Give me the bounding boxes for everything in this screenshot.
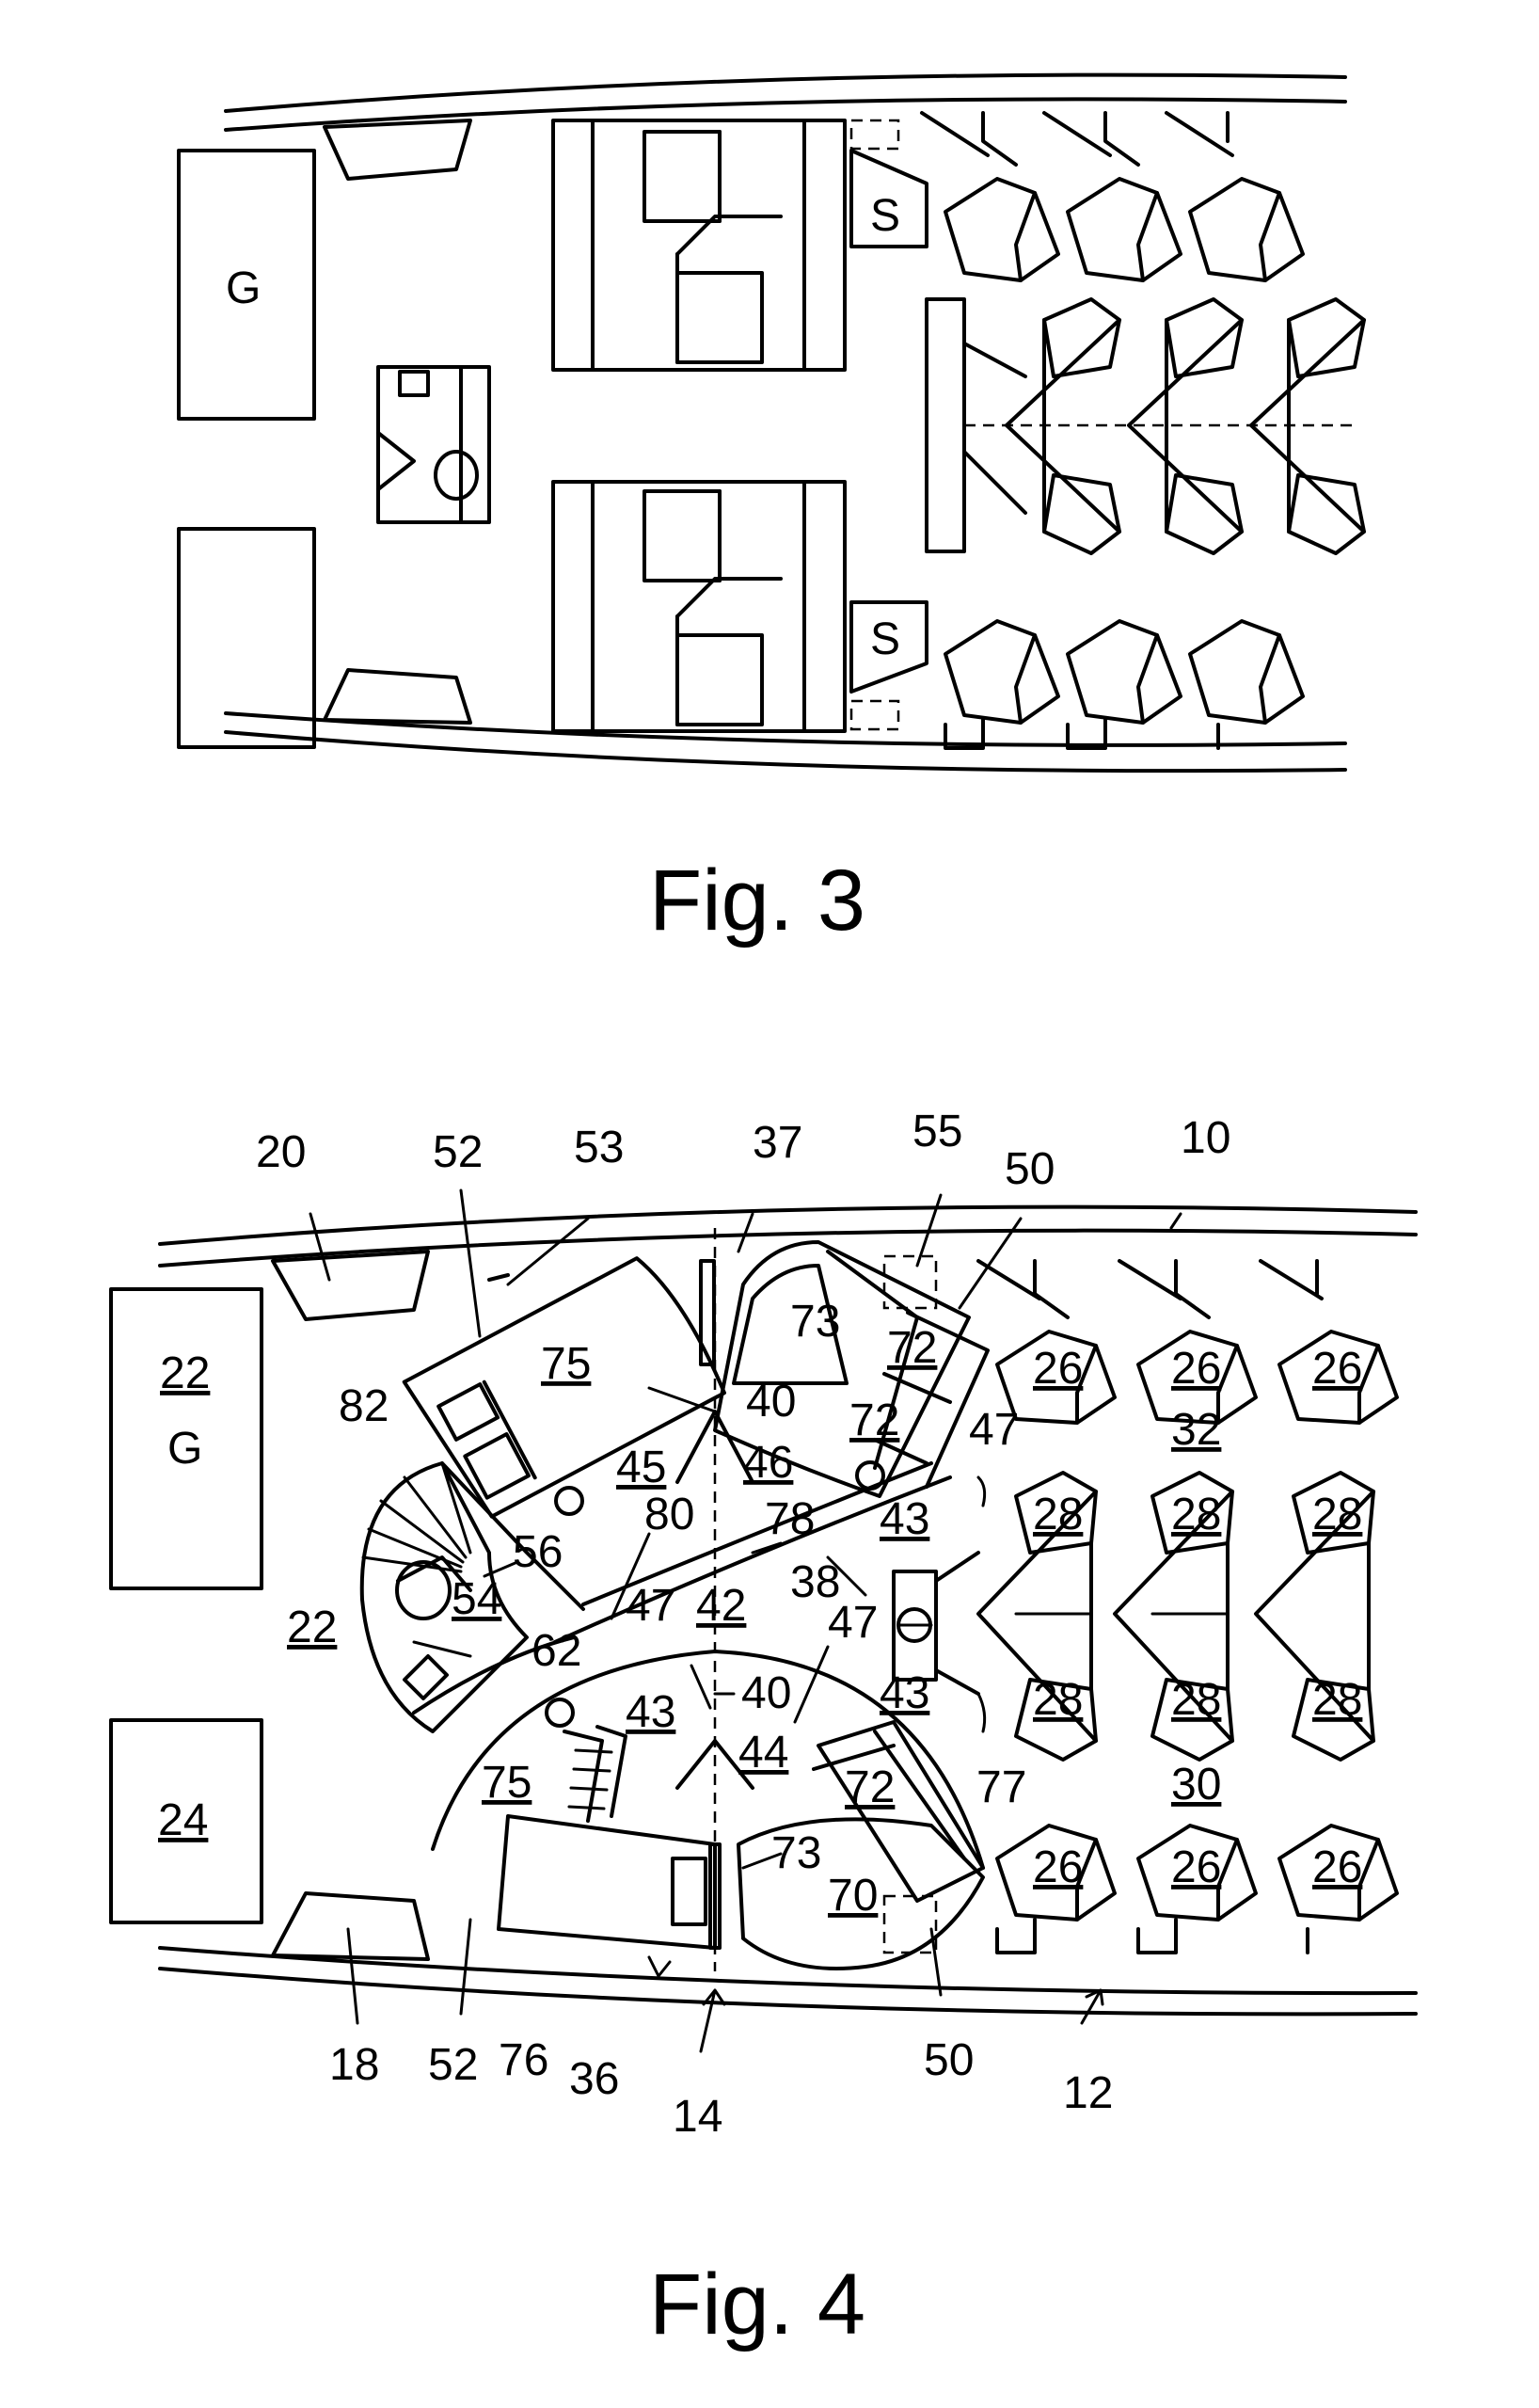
fig3-seat-row-bottom xyxy=(944,619,1305,750)
fig4-label-78: 78 xyxy=(765,1494,815,1544)
fig4-label-28-2: 28 xyxy=(1171,1490,1221,1539)
fig4-label-75-upper: 75 xyxy=(541,1339,591,1389)
fig4-label-82: 82 xyxy=(339,1381,389,1431)
fig3-caption: Fig. 3 xyxy=(649,853,865,949)
fig4-galley-22 xyxy=(109,1287,263,1590)
fig4-label-72-upper-b: 72 xyxy=(849,1395,899,1445)
fig3-seat-row-top xyxy=(920,111,1305,282)
fig4-label-28-4: 28 xyxy=(1033,1675,1083,1725)
fig4-label-38: 38 xyxy=(790,1557,840,1607)
fig4-label-80: 80 xyxy=(644,1490,694,1539)
fig4-label-32: 32 xyxy=(1171,1405,1221,1455)
fig4-label-73-lower: 73 xyxy=(771,1828,821,1878)
fig4-label-28-3: 28 xyxy=(1312,1490,1362,1539)
fig4-label-50-upper: 50 xyxy=(1005,1144,1055,1194)
fig4-label-14: 14 xyxy=(673,2092,722,2142)
fig4-label-44: 44 xyxy=(738,1728,788,1778)
fig4-label-43-lower-right: 43 xyxy=(880,1668,929,1718)
fig4-label-18: 18 xyxy=(329,2040,379,2090)
fig4-label-43-lower: 43 xyxy=(626,1687,675,1737)
fig4-label-62: 62 xyxy=(532,1626,581,1676)
fig4-label-12: 12 xyxy=(1063,2068,1113,2118)
fig4-label-20: 20 xyxy=(256,1127,306,1177)
fig4-seat-block-center xyxy=(976,1471,1375,1762)
fig4-drawing: 20 52 53 37 55 50 10 22 G 24 22 82 75 45… xyxy=(109,1107,1418,2352)
fig4-label-73-upper: 73 xyxy=(790,1297,840,1347)
fig4-label-52-lower: 52 xyxy=(428,2040,478,2090)
fig4-label-52-upper: 52 xyxy=(433,1127,483,1177)
fig4-label-45: 45 xyxy=(616,1443,666,1492)
fig4-label-28-6: 28 xyxy=(1312,1675,1362,1725)
fig4-label-54: 54 xyxy=(452,1574,501,1624)
fig4-label-22-galley: 22 xyxy=(160,1348,210,1398)
fig4-label-40-lower: 40 xyxy=(741,1668,791,1718)
fig4-galley-text: G xyxy=(167,1424,202,1474)
fig4-label-70: 70 xyxy=(828,1871,878,1921)
fig4-label-24: 24 xyxy=(158,1795,208,1845)
fig4-label-26-bot-3: 26 xyxy=(1312,1842,1362,1892)
fig3-storage-label-lower: S xyxy=(870,614,900,664)
fig4-seat-row-top xyxy=(976,1259,1399,1425)
fig4-label-26-bot-2: 26 xyxy=(1171,1842,1221,1892)
fig4-label-55: 55 xyxy=(912,1107,962,1156)
fig4-label-77: 77 xyxy=(976,1762,1026,1812)
fig4-galley-24 xyxy=(109,1718,263,1924)
fig3-galley-lower xyxy=(177,527,316,749)
fig4-label-53: 53 xyxy=(574,1123,624,1172)
fig4-label-43-upper: 43 xyxy=(880,1494,929,1544)
fig4-label-47-left: 47 xyxy=(626,1581,675,1631)
fig4-label-56: 56 xyxy=(513,1527,563,1577)
fig4-label-28-5: 28 xyxy=(1171,1675,1221,1725)
fig4-label-26-top-2: 26 xyxy=(1171,1344,1221,1394)
fig3-galley-upper xyxy=(177,149,316,421)
fig4-label-10: 10 xyxy=(1181,1113,1230,1163)
fig4-label-50-lower: 50 xyxy=(924,2035,974,2085)
fig4-label-30: 30 xyxy=(1171,1760,1221,1810)
fig4-label-37: 37 xyxy=(753,1118,802,1168)
fig4-label-75-lower: 75 xyxy=(482,1758,532,1808)
fig4-leader-lines xyxy=(309,1188,1182,2053)
fig4-seat-row-bottom xyxy=(995,1824,1399,1954)
fig4-label-26-bot-1: 26 xyxy=(1033,1842,1083,1892)
fig3-storage-label-upper: S xyxy=(870,191,900,241)
fig4-label-72-upper-a: 72 xyxy=(887,1323,937,1373)
fig3-galley-label: G xyxy=(226,263,261,313)
fig4-label-26-top-1: 26 xyxy=(1033,1344,1083,1394)
fig4-label-40-upper: 40 xyxy=(746,1377,796,1427)
fig4-label-76: 76 xyxy=(499,2035,548,2085)
fig4-label-42: 42 xyxy=(696,1581,746,1631)
fig4-label-22-stair: 22 xyxy=(287,1603,337,1652)
fig3-center-block xyxy=(925,297,1366,555)
fig4-label-47-right: 47 xyxy=(828,1598,878,1648)
fig4-label-72-lower: 72 xyxy=(845,1762,895,1812)
fig4-label-26-top-3: 26 xyxy=(1312,1344,1362,1394)
fig4-caption: Fig. 4 xyxy=(649,2257,865,2352)
fig4-label-47-upper-right: 47 xyxy=(969,1405,1019,1455)
fig3-drawing: S S xyxy=(177,72,1366,949)
fig4-label-46: 46 xyxy=(743,1438,793,1488)
fig4-label-36: 36 xyxy=(569,2054,619,2104)
fig4-label-28-1: 28 xyxy=(1033,1490,1083,1539)
